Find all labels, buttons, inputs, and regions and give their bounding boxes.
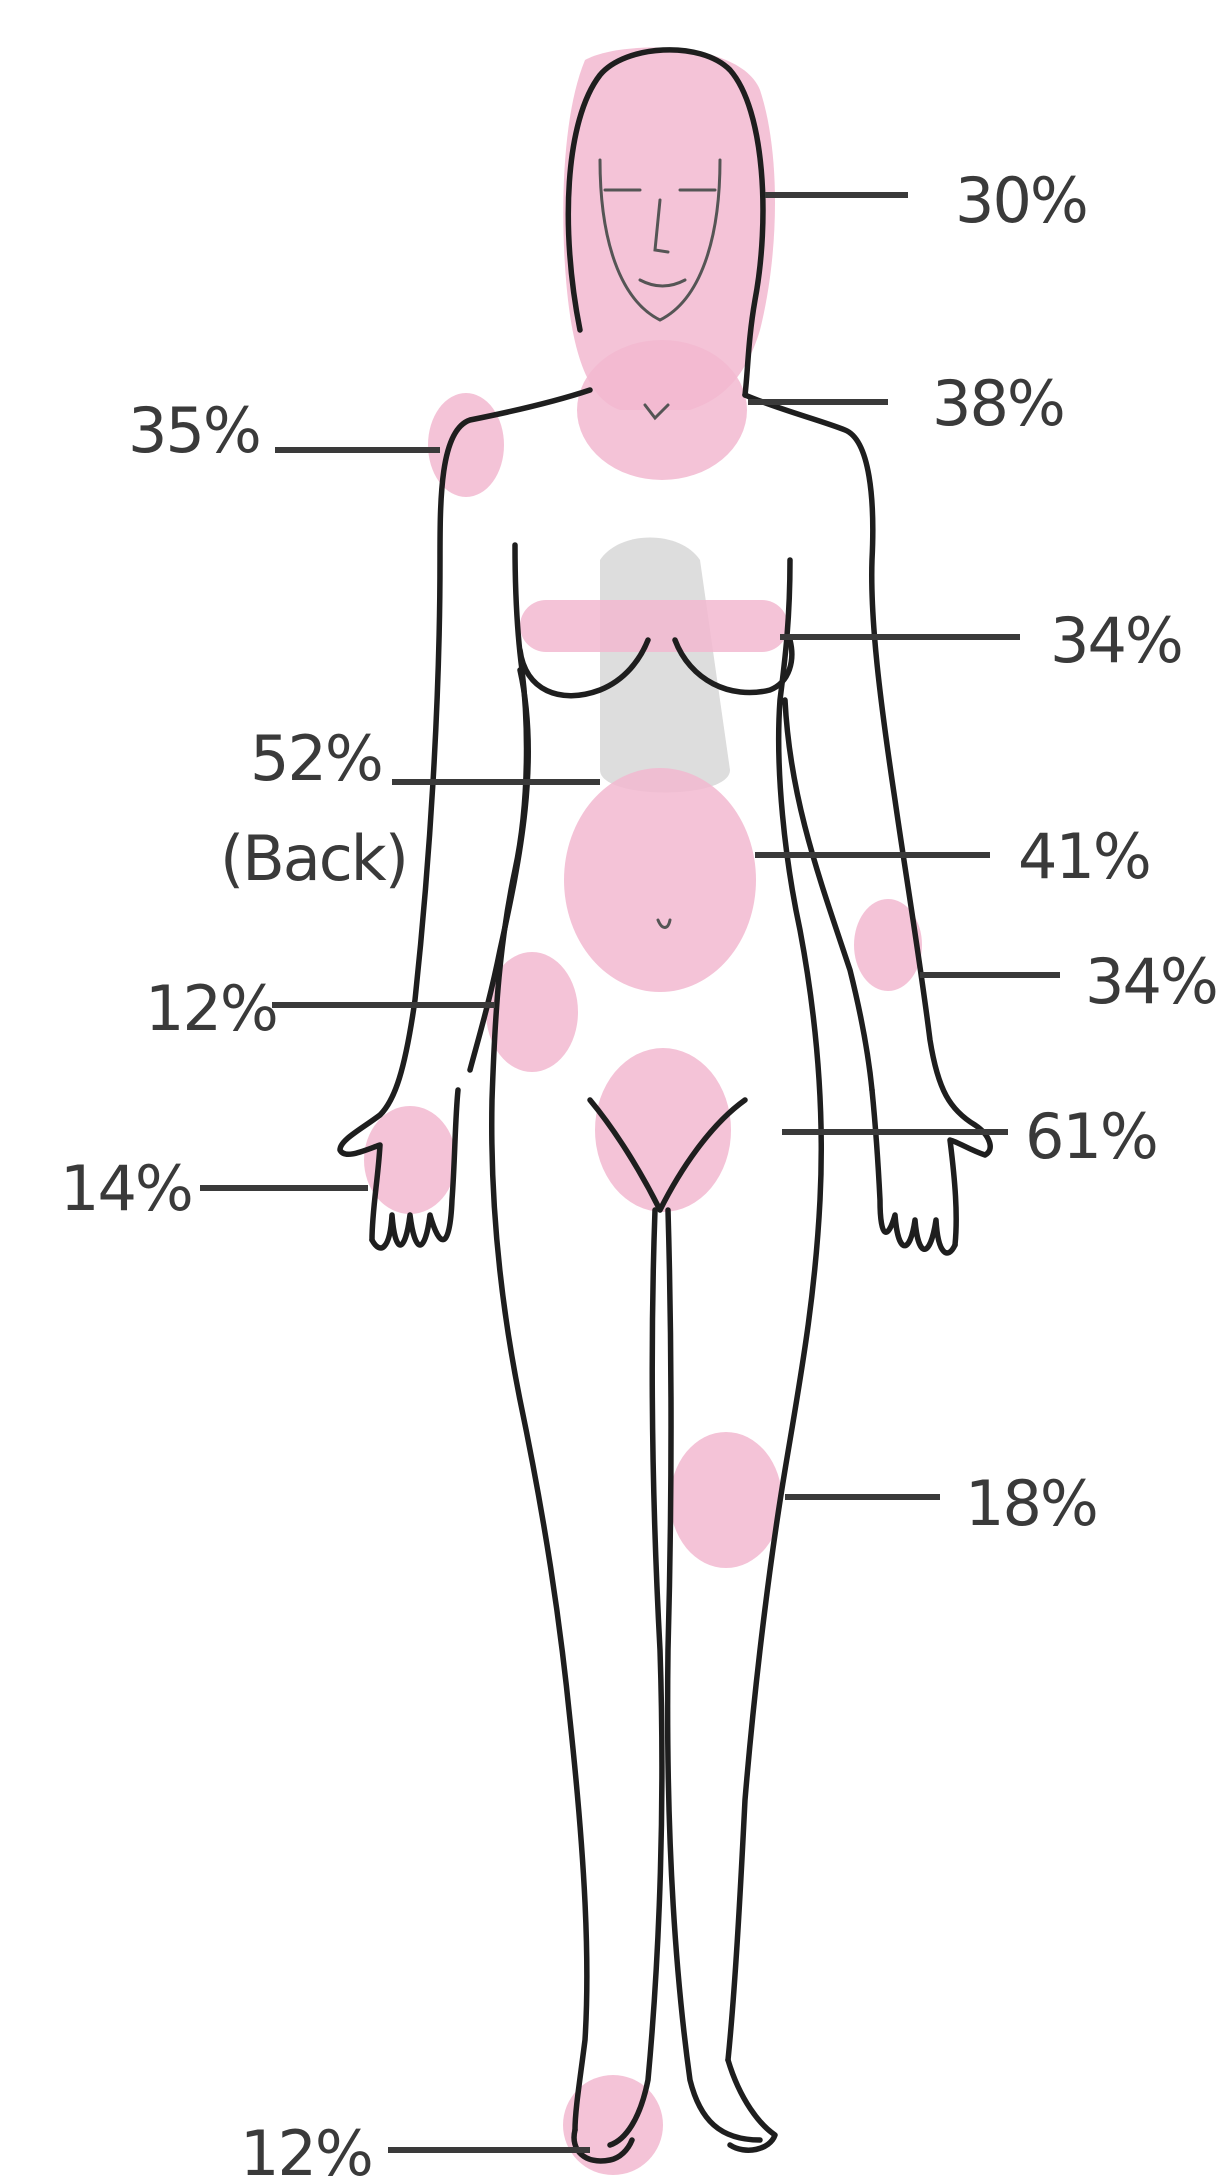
label-abdomen: 41% <box>1018 820 1150 893</box>
label-shoulder: 35% <box>128 394 260 467</box>
label-neck: 38% <box>932 367 1064 440</box>
shoulder-region <box>428 393 504 497</box>
label-head: 30% <box>955 164 1087 237</box>
label-hand: 14% <box>60 1152 192 1225</box>
abdomen-region <box>564 768 756 992</box>
label-elbow: 34% <box>1085 945 1217 1018</box>
label-knee: 18% <box>965 1467 1097 1540</box>
knee-region <box>670 1432 782 1568</box>
label-foot: 12% <box>240 2117 372 2182</box>
label-pelvis: 61% <box>1025 1100 1157 1173</box>
label-hip: 12% <box>145 972 277 1045</box>
back-region <box>600 538 730 793</box>
label-back-sub: (Back) <box>220 822 407 895</box>
label-chest: 34% <box>1050 604 1182 677</box>
highlight-regions <box>364 48 922 2175</box>
chest-region <box>520 600 788 652</box>
label-back: 52% <box>250 722 382 795</box>
